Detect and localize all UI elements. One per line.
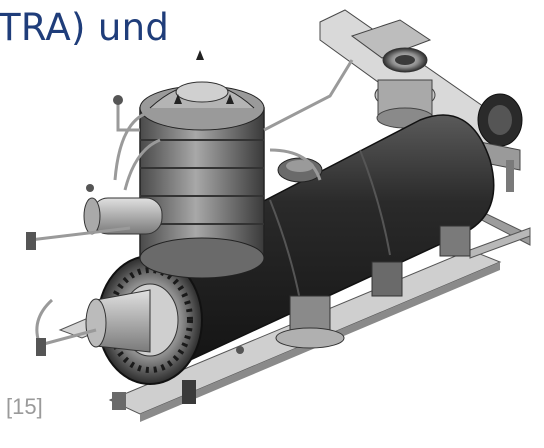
- vertical-tower: [139, 50, 265, 279]
- side-cylinder: [83, 197, 163, 235]
- main-drum: [122, 114, 495, 366]
- top-manifold: [319, 9, 523, 192]
- slide-title-fragment: TRA) und: [0, 6, 170, 49]
- pipe-valves: [26, 95, 244, 356]
- support-legs: [275, 225, 471, 349]
- citation-label: [15]: [6, 394, 43, 419]
- front-flange: [85, 255, 203, 385]
